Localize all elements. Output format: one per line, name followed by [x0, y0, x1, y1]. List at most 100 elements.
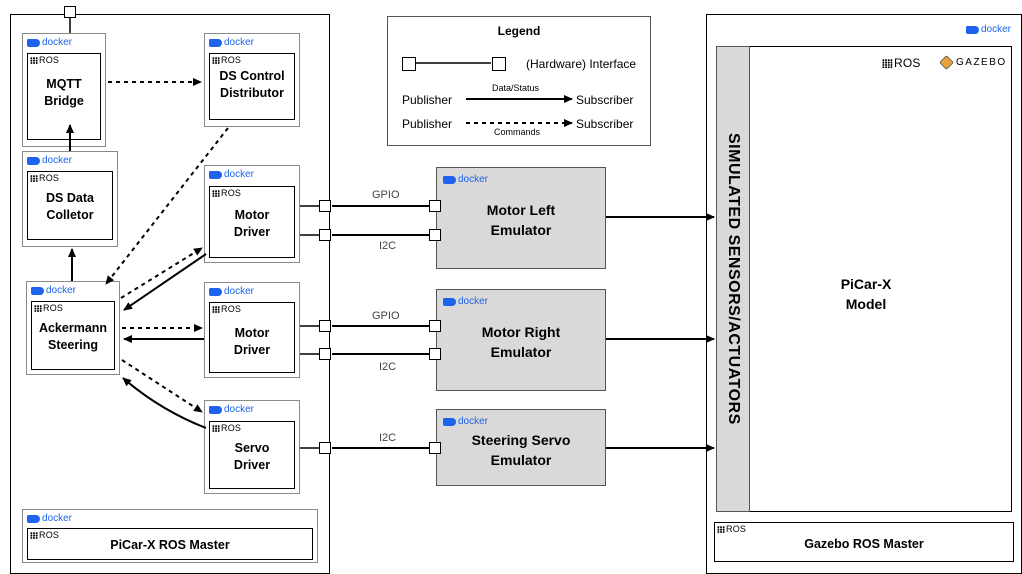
docker-icon	[966, 25, 979, 34]
interface-port	[319, 200, 331, 212]
steering-servo-emulator[interactable]: docker Steering Servo Emulator	[436, 409, 606, 486]
ros-badge: ROS	[212, 304, 241, 314]
legend-interface-port	[402, 57, 416, 71]
motor-driver-left-node[interactable]: docker ROS Motor Driver	[204, 165, 300, 263]
gazebo-world-box	[716, 46, 1012, 512]
servo-to-ackermann-arrow	[122, 377, 207, 429]
interface-port	[429, 229, 441, 241]
motor-left-emulator[interactable]: docker Motor Left Emulator	[436, 167, 606, 269]
steering-servo-emulator-label: Steering Servo Emulator	[471, 432, 571, 468]
distributor-to-ackermann-arrow	[105, 127, 229, 285]
ros-icon	[882, 58, 893, 68]
gazebo-badge: GAZEBO	[939, 55, 1007, 70]
docker-icon	[209, 405, 222, 414]
ros-icon	[212, 424, 220, 432]
ros-badge: ROS	[30, 55, 59, 65]
docker-icon	[31, 286, 44, 295]
ds-control-distributor-node[interactable]: docker ROS DS Control Distributor	[204, 33, 300, 127]
ros-badge: ROS	[30, 530, 59, 540]
docker-badge: docker	[209, 37, 254, 48]
i2c-label: I2C	[379, 361, 397, 373]
interface-port	[429, 320, 441, 332]
ackermann-steering-label: Ackermann Steering	[38, 321, 108, 352]
ros-badge: ROS	[717, 524, 746, 534]
docker-badge: docker	[443, 296, 488, 307]
motor-left-emulator-label: Motor Left Emulator	[486, 202, 556, 238]
docker-icon	[27, 38, 40, 47]
ros-icon	[717, 525, 725, 533]
ros-badge: ROS	[212, 188, 241, 198]
interface-port	[429, 442, 441, 454]
legend-title: Legend	[497, 24, 541, 38]
legend-commands: Commands	[494, 127, 541, 137]
ros-icon	[34, 304, 42, 312]
ros-icon	[212, 56, 220, 64]
ackermann-steering-node[interactable]: docker ROS Ackermann Steering	[26, 281, 120, 375]
ros-box: ROS Servo Driver	[209, 421, 295, 489]
ros-box: ROS Ackermann Steering	[31, 301, 115, 370]
docker-icon	[209, 38, 222, 47]
servo-driver-node[interactable]: docker ROS Servo Driver	[204, 400, 300, 494]
legend-data-status: Data/Status	[492, 83, 540, 93]
interface-port	[319, 442, 331, 454]
interface-port	[319, 348, 331, 360]
docker-icon	[209, 170, 222, 179]
ros-box: ROS PiCar-X ROS Master	[27, 528, 313, 560]
docker-badge: docker	[27, 513, 72, 524]
i2c-label: I2C	[379, 240, 397, 252]
picar-ros-master-label: PiCar-X ROS Master	[110, 538, 230, 552]
docker-badge: docker	[31, 285, 76, 296]
motor-driver-label: Motor Driver	[233, 208, 271, 239]
mqtt-bridge-node[interactable]: docker ROS MQTT Bridge	[22, 33, 106, 147]
ros-box: ROS Motor Driver	[209, 186, 295, 258]
picar-ros-master-node[interactable]: docker ROS PiCar-X ROS Master	[22, 509, 318, 563]
ackermann-to-motor1-arrow	[120, 247, 203, 299]
docker-badge: docker	[443, 416, 488, 427]
docker-icon	[209, 287, 222, 296]
legend-publisher: Publisher	[402, 117, 453, 131]
legend-subscriber: Subscriber	[576, 117, 634, 131]
ros-icon	[30, 56, 38, 64]
i2c-label: I2C	[379, 432, 397, 444]
motor-right-emulator[interactable]: docker Motor Right Emulator	[436, 289, 606, 391]
gazebo-ros-master-node[interactable]: ROS Gazebo ROS Master	[714, 522, 1014, 562]
picar-model-label: PiCar-X Model	[840, 276, 892, 312]
docker-badge: docker	[443, 174, 488, 185]
motor-driver-label: Motor Driver	[233, 326, 271, 357]
motor1-to-ackermann-arrow	[123, 253, 207, 311]
ros-icon	[212, 189, 220, 197]
motor-driver-right-node[interactable]: docker ROS Motor Driver	[204, 282, 300, 378]
ds-data-collector-node[interactable]: docker ROS DS Data Colletor	[22, 151, 118, 247]
docker-badge: docker	[27, 155, 72, 166]
legend-interface-label: (Hardware) Interface	[526, 57, 637, 71]
ros-icon	[212, 305, 220, 313]
docker-icon	[443, 175, 456, 184]
interface-port	[319, 320, 331, 332]
docker-badge: docker	[27, 37, 72, 48]
docker-icon	[443, 417, 456, 426]
motor-right-emulator-label: Motor Right Emulator	[481, 324, 561, 360]
simulated-bar-label: SIMULATED SENSORS/ACTUATORS	[725, 133, 742, 425]
simulated-sensors-actuators-bar: SIMULATED SENSORS/ACTUATORS	[716, 46, 750, 512]
ds-control-distributor-label: DS Control Distributor	[219, 69, 285, 100]
legend-publisher: Publisher	[402, 93, 453, 107]
docker-badge: docker	[209, 169, 254, 180]
docker-badge: docker	[209, 404, 254, 415]
docker-icon	[27, 156, 40, 165]
docker-badge: docker	[209, 286, 254, 297]
interface-port	[429, 200, 441, 212]
legend-subscriber: Subscriber	[576, 93, 634, 107]
docker-icon	[27, 514, 40, 523]
ros-badge: ROS	[30, 173, 59, 183]
ros-icon	[30, 531, 38, 539]
ros-box: ROS DS Control Distributor	[209, 53, 295, 120]
top-interface-port	[64, 6, 76, 18]
ros-icon	[30, 174, 38, 182]
ros-box: ROS MQTT Bridge	[27, 53, 101, 140]
interface-port	[429, 348, 441, 360]
ros-badge: ROS	[882, 56, 921, 70]
ros-badge: ROS	[212, 423, 241, 433]
interface-port	[319, 229, 331, 241]
servo-driver-label: Servo Driver	[233, 441, 271, 472]
